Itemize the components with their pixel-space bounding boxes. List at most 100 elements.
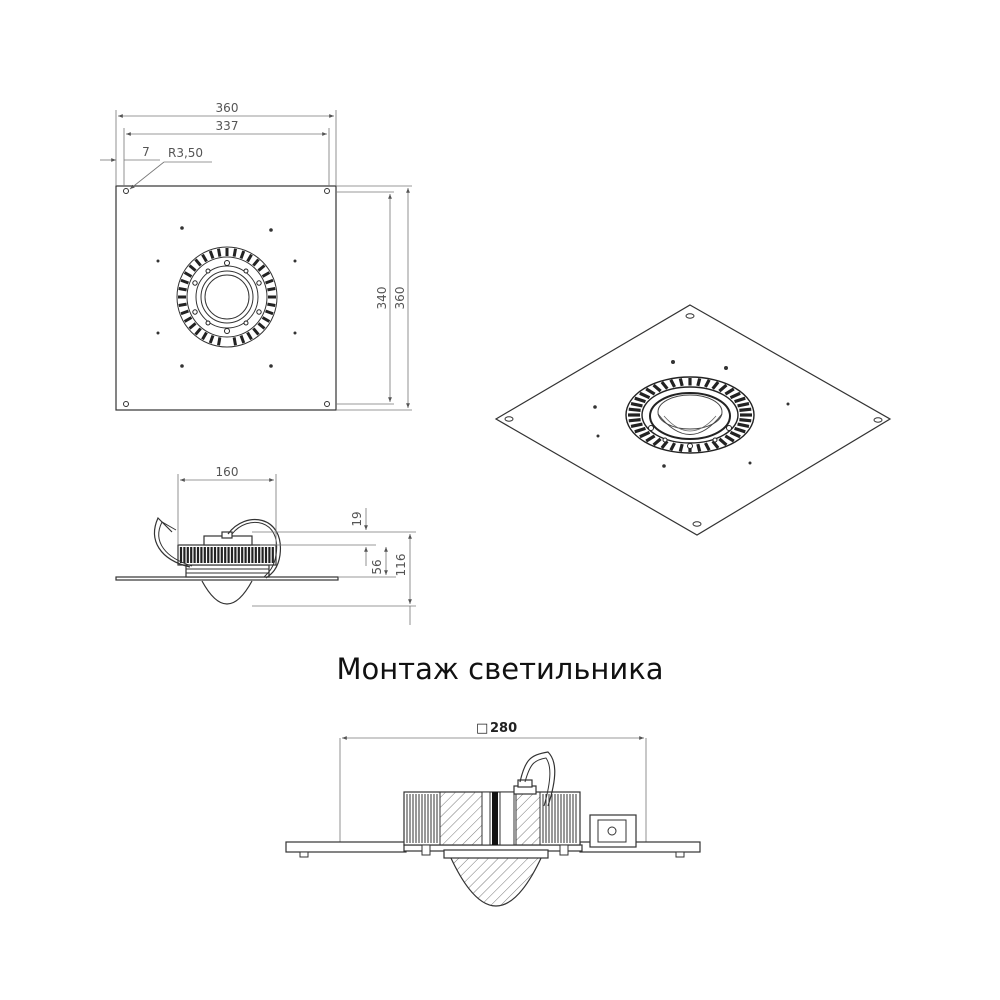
radiator-fin bbox=[194, 258, 202, 267]
radiator-fin bbox=[257, 322, 266, 330]
radiator-fin bbox=[711, 381, 720, 390]
radiator-fin bbox=[639, 430, 651, 439]
ring-screws bbox=[192, 260, 262, 334]
mounting-plate bbox=[115, 185, 337, 411]
radiator-fin bbox=[208, 250, 215, 259]
cutout-symbol: □ bbox=[476, 721, 488, 736]
mounting-dots bbox=[156, 226, 297, 368]
radiator-fin bbox=[634, 426, 646, 434]
radiator-fin bbox=[201, 253, 208, 263]
radiator-fin bbox=[660, 440, 669, 449]
radiator-fin bbox=[737, 422, 750, 429]
dim-hole-radius: R3,50 bbox=[129, 146, 212, 190]
radiator-fin bbox=[178, 287, 187, 292]
radiator-fin bbox=[645, 387, 656, 396]
radiator-fin bbox=[257, 264, 266, 272]
radiator-fin bbox=[724, 434, 735, 443]
dim-56-text: 56 bbox=[370, 559, 384, 574]
cutout-value: 280 bbox=[490, 721, 517, 736]
radiator-fin bbox=[630, 401, 643, 408]
radiator-fin bbox=[188, 264, 197, 272]
iso-dots bbox=[593, 360, 790, 468]
radiator-fin bbox=[217, 248, 222, 257]
radiator-fin bbox=[737, 401, 750, 408]
radiator-fin bbox=[739, 407, 752, 412]
radiator-fin bbox=[180, 309, 189, 316]
radiator-fin bbox=[704, 442, 711, 451]
radiator-fin bbox=[718, 437, 728, 447]
radiator-fin bbox=[724, 387, 735, 396]
radiator-fin bbox=[634, 396, 646, 404]
radiator-fin bbox=[180, 278, 189, 285]
dim-7-text: 7 bbox=[142, 145, 150, 159]
radiator-fin bbox=[183, 316, 193, 323]
dim-r350-text: R3,50 bbox=[168, 146, 203, 160]
caption-title: Монтаж светильника bbox=[336, 652, 663, 686]
radiator-fin bbox=[729, 430, 741, 439]
isometric-view bbox=[494, 304, 892, 536]
radiator-fin bbox=[645, 434, 656, 443]
radiator-fin bbox=[265, 278, 274, 285]
radiator-fin bbox=[711, 440, 720, 449]
radiator-fin bbox=[261, 271, 271, 278]
radiator-fin bbox=[729, 391, 741, 400]
radiator-fin bbox=[669, 442, 676, 451]
radiator-fin bbox=[201, 331, 208, 341]
radiator-fin bbox=[232, 337, 237, 346]
radiator-fin bbox=[678, 443, 684, 452]
radiator-fin bbox=[696, 378, 702, 387]
radiator-fin bbox=[252, 258, 260, 267]
radiator-fin bbox=[183, 271, 193, 278]
radiator-fin bbox=[194, 327, 202, 336]
radiator-fin bbox=[734, 426, 746, 434]
radiator-fin bbox=[208, 335, 215, 344]
dim-337-text: 337 bbox=[216, 119, 239, 133]
radiator-fin bbox=[652, 437, 662, 447]
ceiling-panel-left bbox=[285, 841, 407, 853]
side-cable-left bbox=[153, 516, 191, 568]
dim-width-total: 360 bbox=[115, 101, 337, 186]
dim-cutout: □ 280 bbox=[339, 721, 647, 842]
dim-340-text: 340 bbox=[375, 287, 389, 310]
dim-19-text: 19 bbox=[350, 511, 364, 526]
dim-height: 340 360 bbox=[336, 185, 412, 411]
radiator-fin bbox=[704, 379, 711, 388]
side-cable-right bbox=[227, 519, 281, 579]
radiator-fin bbox=[669, 379, 676, 388]
iso-radiator bbox=[625, 376, 755, 454]
radiator-fin bbox=[639, 391, 651, 400]
section-view: □ 280 bbox=[285, 721, 701, 907]
top-view: 360 337 7 R3,50 340 bbox=[100, 101, 412, 411]
dim-116-text: 116 bbox=[394, 554, 408, 577]
radiator-fin bbox=[246, 331, 253, 341]
radiator-fin bbox=[630, 422, 643, 429]
radiator-fin bbox=[628, 418, 641, 423]
section-core bbox=[439, 791, 483, 846]
radiator-fin bbox=[265, 309, 274, 316]
dim-160-text: 160 bbox=[216, 465, 239, 479]
radiator-fin bbox=[239, 250, 246, 259]
radiator-fin bbox=[239, 335, 246, 344]
radiator-fin bbox=[678, 378, 684, 387]
radiator-fin bbox=[217, 337, 222, 346]
dim-hole-offset: 7 bbox=[100, 145, 160, 162]
dim-360-text: 360 bbox=[216, 101, 239, 115]
radiator-fin bbox=[739, 418, 752, 423]
radiator-fin bbox=[267, 302, 276, 307]
radiator-fin bbox=[261, 316, 271, 323]
radiator-fin bbox=[696, 443, 702, 452]
side-lens-dome bbox=[201, 580, 253, 605]
dim-360v-text: 360 bbox=[393, 287, 407, 310]
radiator-fin bbox=[188, 322, 197, 330]
radiator-fin bbox=[246, 253, 253, 263]
section-lens bbox=[449, 855, 543, 907]
radiator-fin bbox=[652, 383, 662, 393]
radiator-fin bbox=[628, 407, 641, 412]
radiator-fin bbox=[734, 396, 746, 404]
radiator-fin bbox=[660, 381, 669, 390]
iso-corner-holes bbox=[504, 313, 883, 527]
radiator-fin bbox=[718, 383, 728, 393]
radiator-fin bbox=[267, 287, 276, 292]
dim-width-holes: 337 bbox=[123, 119, 330, 186]
